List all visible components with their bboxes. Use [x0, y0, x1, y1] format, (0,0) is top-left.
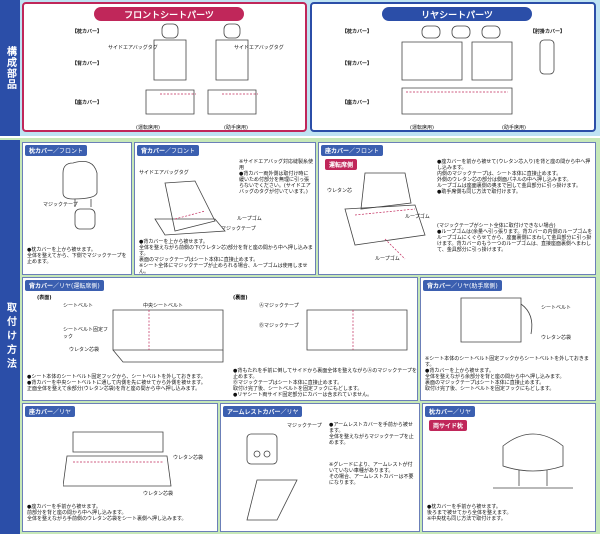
rear-back-center-belt-label: 中央シートベルト: [143, 303, 184, 309]
rear-armrest-note: ●アームレストカバーを手前から被せます。 全体を整えながらマジックテープを止めま…: [329, 422, 414, 446]
front-back-airbag-note: ※サイドエアバッグ対応縫製糸使用 ●背カバー両外側は取付け時に緩いため付部分を無…: [239, 159, 313, 195]
panel-rear-headrest-title: 枕カバー／リヤ: [425, 406, 476, 417]
rear-seat-cover-label: 【座カバー】: [342, 100, 373, 106]
front-seat-urethane-label: ウレタン芯: [327, 188, 353, 194]
front-headrest-illustration: [62, 160, 98, 230]
panel-front-back: 背カバー／フロント サイドエアバッグタグ ループゴム マジックテープ ※サイドエ…: [134, 142, 316, 275]
rear-armrest-magic-label: マジックテープ: [287, 423, 322, 429]
rear-headrest-illustration: [493, 433, 573, 489]
panel-rear-back-driver: 背カバー／リヤ(運転席側) (表面) (裏面) シートベルト 中央シートベルト …: [22, 277, 418, 401]
rear-parts-illustration: [401, 25, 555, 115]
front-back-cover-label: 【背カバー】: [72, 61, 103, 67]
front-airbag-tag-1: サイドエアバッグタグ: [108, 45, 158, 51]
rear-back-magic-b-label: Ⓑマジックテープ: [259, 323, 299, 329]
rear-back-back-label: (裏面): [233, 295, 248, 301]
front-seat-loop-label-2: ループゴム: [375, 256, 400, 262]
rear-back-urethane-label: ウレタン芯袋: [69, 347, 100, 353]
rear-back-front-label: (表面): [37, 295, 52, 301]
front-back-loop-label: ループゴム: [237, 216, 262, 222]
rear-headrest-badge: 両サイド枕: [429, 420, 468, 431]
panel-rear-headrest: 枕カバー／リヤ 両サイド枕 ●枕カバーを手前から被せます。 後ろまで被せてから全…: [422, 403, 596, 532]
front-parts-title: フロントシートパーツ: [94, 7, 244, 21]
panel-rear-back-driver-title: 背カバー／リヤ(運転席側): [25, 280, 104, 291]
front-seat-illustration: [344, 172, 426, 260]
panel-rear-seat: 座カバー／リヤ ウレタン芯袋 ウレタン芯袋 ●座カバーを手前から被せます。 前部…: [22, 403, 218, 532]
rear-back-belt-hook-label: シートベルト固定フック: [63, 327, 109, 340]
front-seat-cover-label: 【座カバー】: [72, 100, 103, 106]
rear-driver-label: (運転席用): [410, 125, 434, 131]
rear-armrest-cover-label: 【肘掛カバー】: [530, 29, 566, 35]
front-back-illustration: [154, 180, 226, 236]
front-head-cover-label: 【枕カバー】: [72, 29, 103, 35]
front-parts-box: フロントシートパーツ 【枕カバー】 【背カバー】 【座カバー】 サイドエアバッグ…: [22, 2, 307, 132]
panel-front-seat: 座カバー／フロント 運転席側 ウレタン芯 ループゴム ループゴム ●座カバーを前…: [318, 142, 596, 275]
front-back-note: ●背カバーを上から被せます。 全体を整えながら前側の下(ウレタン芯)部分を背と座…: [139, 239, 313, 275]
rear-armrest-note-2: ※グレードにより、アームレストが付いていない車種があります。 その場合、アームレ…: [329, 462, 414, 486]
front-seat-note: ●座カバーを前から被せて(ウレタン芯入り)を背と座の間から中へ押し込みます。 内…: [437, 159, 591, 195]
rear-back-front-illustration: [112, 309, 224, 363]
rear-back-seatbelt-label: シートベルト: [63, 303, 94, 309]
front-passenger-label: (助手席用): [224, 125, 248, 131]
rear-passenger-illustration: [460, 297, 533, 343]
rear-seat-urethane-label-1: ウレタン芯袋: [173, 455, 204, 461]
front-headrest-note: ●枕カバーを上から被せます。 全体を整えてから、下側でマジックテープを止めます。: [27, 247, 127, 265]
front-seat-loop-label-1: ループゴム: [405, 214, 430, 220]
front-headrest-magic-label: マジックテープ: [43, 202, 78, 208]
rear-headrest-note: ●枕カバーを手前から被せます。 後ろまで被せてから全体を整えます。 ※中央枕も同…: [427, 504, 512, 522]
rear-passenger-label: (助手席用): [502, 125, 526, 131]
parts-side-label: 構成部品: [0, 0, 20, 136]
front-driver-label: (運転席用): [136, 125, 160, 131]
panel-front-back-title: 背カバー／フロント: [137, 145, 200, 156]
rear-head-cover-label: 【枕カバー】: [342, 29, 373, 35]
front-airbag-tag-2: サイドエアバッグタグ: [234, 45, 284, 51]
panel-rear-back-passenger-title: 背カバー／リヤ(助手席側): [423, 280, 502, 291]
rear-passenger-urethane-label: ウレタン芯袋: [541, 335, 572, 341]
rear-seat-illustration: [63, 431, 172, 487]
rear-back-cover-label: 【背カバー】: [342, 61, 373, 67]
panel-front-seat-title: 座カバー／フロント: [321, 145, 384, 156]
rear-seat-urethane-label-2: ウレタン芯袋: [143, 491, 174, 497]
panel-front-headrest-title: 枕カバー／フロント: [25, 145, 88, 156]
rear-parts-title: リヤシートパーツ: [382, 7, 532, 21]
front-parts-illustration: [145, 23, 258, 115]
panel-rear-armrest-title: アームレストカバー／リヤ: [223, 406, 303, 417]
rear-back-note-2: ●背もたれを手前に倒してサイドから裏面全体を整えながらⒶのマジックテープを止めま…: [233, 368, 417, 398]
panel-front-headrest: 枕カバー／フロント マジックテープ ●枕カバーを上から被せます。 全体を整えてか…: [22, 142, 132, 275]
front-seat-note-2: (マジックテープがシート全体に取付けできない場合) ●ループゴムは(余量へ引っ張…: [437, 223, 593, 253]
rear-back-note: ●シート本体のシートベルト固定フックから、シートベルトを外しておきます。 ●背カ…: [27, 374, 206, 392]
rear-seat-note: ●座カバーを手前から被せます。 前部分を背と座の間から中へ押し込みます。 全体を…: [27, 504, 187, 522]
front-back-airbag-label: サイドエアバッグタグ: [139, 170, 189, 176]
panel-rear-seat-title: 座カバー／リヤ: [25, 406, 76, 417]
front-back-magic-label: マジックテープ: [221, 226, 256, 232]
rear-passenger-seatbelt-label: シートベルト: [541, 305, 572, 311]
rear-armrest-illustration: [246, 433, 298, 521]
rear-back-magic-a-label: Ⓐマジックテープ: [259, 303, 299, 309]
rear-back-back-illustration: [306, 309, 408, 351]
front-seat-badge: 運転席側: [325, 159, 358, 170]
install-side-label: 取付け方法: [0, 140, 20, 534]
panel-rear-back-passenger: 背カバー／リヤ(助手席側) シートベルト ウレタン芯袋 ※シート本体のシートベル…: [420, 277, 596, 401]
rear-parts-box: リヤシートパーツ 【枕カバー】 【背カバー】 【座カバー】 【肘掛カバー】 (運…: [310, 2, 596, 132]
panel-rear-armrest: アームレストカバー／リヤ マジックテープ ●アームレストカバーを手前から被せます…: [220, 403, 420, 532]
rear-passenger-note: ※シート本体のシートベルト固定フックからシートベルトを外しておきます。 ●背カバ…: [425, 356, 589, 392]
